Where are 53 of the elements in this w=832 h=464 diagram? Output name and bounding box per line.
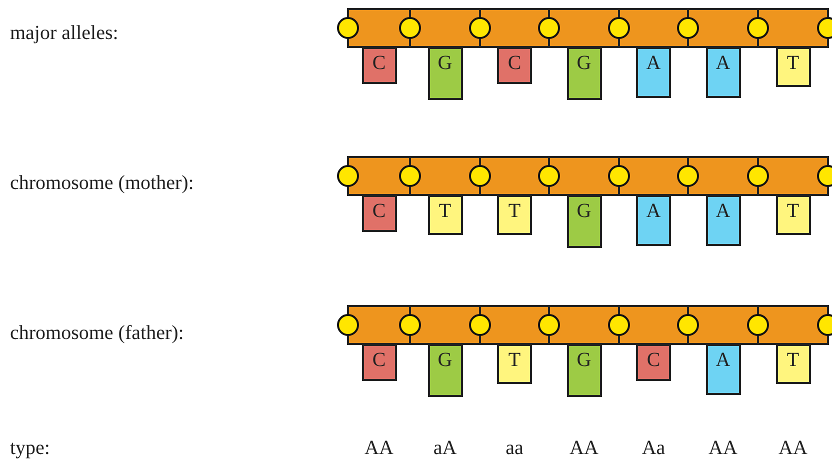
base-box bbox=[362, 344, 396, 381]
base-letter: A bbox=[716, 349, 730, 371]
base-box bbox=[706, 47, 740, 98]
base-letter: G bbox=[438, 349, 452, 371]
base-letter: G bbox=[576, 52, 592, 74]
base-box bbox=[776, 195, 810, 235]
genotype-label: aA bbox=[433, 436, 457, 460]
base-letter: G bbox=[438, 52, 452, 74]
genotype-label: Aa bbox=[642, 436, 666, 460]
base-letter: A bbox=[646, 200, 661, 222]
base-box bbox=[497, 344, 532, 384]
base-box bbox=[428, 344, 462, 397]
base-box bbox=[706, 344, 740, 395]
base-letter: T bbox=[786, 349, 800, 371]
base-box bbox=[636, 195, 671, 246]
base-letter: C bbox=[372, 52, 386, 74]
row-label: chromosome (mother): bbox=[10, 171, 194, 195]
base-box bbox=[636, 47, 671, 98]
genotype-label: AA bbox=[708, 436, 738, 460]
base-letter: A bbox=[716, 200, 730, 222]
base-letter: C bbox=[508, 52, 522, 74]
base-letter: T bbox=[786, 200, 800, 222]
base-letter: T bbox=[508, 200, 521, 222]
genotype-label: AA bbox=[570, 436, 598, 460]
row-label: chromosome (father): bbox=[10, 321, 184, 345]
base-letter: A bbox=[716, 52, 730, 74]
base-box bbox=[497, 195, 532, 235]
base-letter: C bbox=[372, 349, 386, 371]
base-box bbox=[636, 344, 671, 381]
base-letter: C bbox=[372, 200, 386, 222]
base-letter: A bbox=[646, 52, 661, 74]
base-box bbox=[776, 47, 810, 87]
base-box bbox=[362, 47, 396, 84]
base-box bbox=[566, 344, 602, 397]
base-box bbox=[497, 47, 532, 84]
base-box bbox=[362, 195, 396, 232]
base-letter: T bbox=[438, 200, 452, 222]
base-box bbox=[428, 195, 462, 235]
genotype-label: AA bbox=[364, 436, 394, 460]
base-letter: C bbox=[646, 349, 660, 371]
base-letter: T bbox=[786, 52, 800, 74]
base-box bbox=[566, 47, 602, 100]
base-box bbox=[428, 47, 462, 100]
genotype-label: AA bbox=[778, 436, 808, 460]
base-box bbox=[566, 195, 602, 248]
base-box bbox=[706, 195, 740, 246]
base-letter: T bbox=[508, 349, 521, 371]
base-box bbox=[776, 344, 810, 384]
base-letter: G bbox=[576, 200, 592, 222]
row-label: type: bbox=[10, 436, 50, 460]
genotype-label: aa bbox=[506, 436, 524, 460]
row-label: major alleles: bbox=[10, 21, 118, 45]
base-letter: G bbox=[576, 349, 592, 371]
